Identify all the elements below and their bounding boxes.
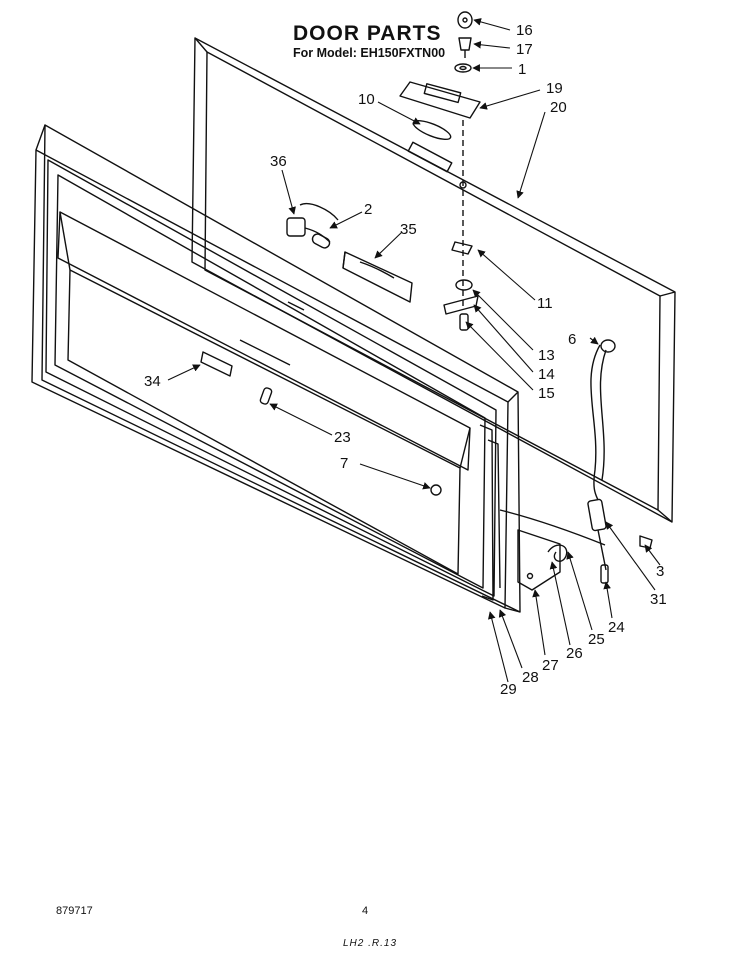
callout-29: 29 <box>500 681 517 698</box>
callout-15: 15 <box>538 385 555 402</box>
callout-27: 27 <box>542 657 559 674</box>
callout-17: 17 <box>516 41 533 58</box>
part-7-plug <box>430 484 442 496</box>
part-6-cap <box>600 339 616 353</box>
callout-25: 25 <box>588 631 605 648</box>
callout-7: 7 <box>340 455 348 472</box>
diagram-title: DOOR PARTS <box>293 22 442 45</box>
part-10-lens <box>412 119 452 141</box>
callout-34: 34 <box>144 373 161 390</box>
callout-1: 1 <box>518 61 526 78</box>
callout-19: 19 <box>546 80 563 97</box>
footer-code: LH2 .R.13 <box>343 938 398 949</box>
footer-part-number: 879717 <box>56 905 93 917</box>
callout-31: 31 <box>650 591 667 608</box>
callout-14: 14 <box>538 366 555 383</box>
hinge-top-stack <box>399 11 481 119</box>
callout-3: 3 <box>656 563 664 580</box>
callout-35: 35 <box>400 221 417 238</box>
switch-assembly <box>587 344 609 584</box>
hinge-bracket <box>517 529 561 591</box>
door-liner-outer <box>191 37 676 523</box>
part-23-pin <box>259 387 273 405</box>
callout-10: 10 <box>358 91 375 108</box>
heater-wire <box>499 509 606 562</box>
callout-6: 6 <box>568 331 576 348</box>
callout-36: 36 <box>270 153 287 170</box>
door-panel-frame <box>31 124 521 613</box>
door-gasket <box>479 424 501 601</box>
callout-23: 23 <box>334 429 351 446</box>
callout-24: 24 <box>608 619 625 636</box>
callout-2: 2 <box>364 201 372 218</box>
callout-16: 16 <box>516 22 533 39</box>
callout-13: 13 <box>538 347 555 364</box>
part-36-bulb <box>286 203 339 249</box>
door-panel-inner <box>57 211 471 575</box>
callout-11: 11 <box>537 295 553 312</box>
part-35-bracket <box>342 251 413 303</box>
callout-28: 28 <box>522 669 539 686</box>
callout-20: 20 <box>550 99 567 116</box>
model-number: For Model: EH150FXTN00 <box>293 46 446 60</box>
footer-page-number: 4 <box>362 905 369 917</box>
hinge-lower-stack <box>443 241 479 331</box>
callout-26: 26 <box>566 645 583 662</box>
part-34-label <box>200 351 233 377</box>
